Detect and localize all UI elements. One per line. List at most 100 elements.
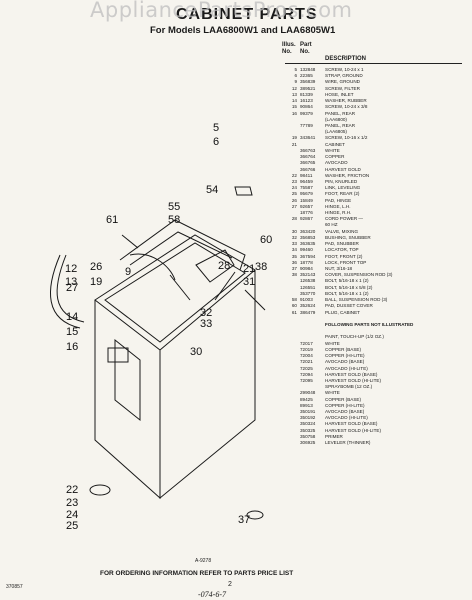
power-cord <box>129 253 176 281</box>
part-no: 91003 <box>300 297 313 303</box>
hinge-part <box>195 249 235 283</box>
part-description: PLUG, CABINET <box>325 309 360 315</box>
illus-no: 14 <box>291 98 297 104</box>
part-description: COPPER (BASE) <box>325 396 361 402</box>
callout-number: 21 <box>243 263 255 275</box>
illus-no: 58 <box>291 297 297 303</box>
part-no: 90864 <box>300 104 313 110</box>
callout-number: 54 <box>206 184 218 196</box>
part-description: BALL, SUSPENSION ROD (3) <box>325 297 388 303</box>
callout-number: 14 <box>66 311 78 323</box>
part-no: 356839 <box>300 79 316 85</box>
part-no: 363635 <box>300 241 316 247</box>
illus-no: 24 <box>291 185 297 191</box>
cabinet-drawing <box>50 186 266 520</box>
part-no: 306925 <box>300 440 316 446</box>
part-description: COVER, SUSPENSION ROD (3) <box>325 272 393 278</box>
part-description: CORD POWER — <box>325 216 364 222</box>
part-no: 352143 <box>300 272 316 278</box>
callout-number: 28 <box>218 260 230 272</box>
illus-no: 15 <box>291 104 297 110</box>
part-description: HINGE, R.H. <box>325 210 352 216</box>
part-no: 89913 <box>300 402 313 408</box>
part-description: PAD, SNUBBER <box>325 241 359 247</box>
suspension-rod-2 <box>214 271 236 301</box>
part-description: COPPER <box>325 154 345 160</box>
illus-no: 36 <box>291 259 297 265</box>
part-description: WASHER, FRICTION <box>325 172 370 178</box>
header-illus-no: Illus. No. <box>282 42 296 56</box>
part-no: 126551 <box>300 284 316 290</box>
part-no: 356853 <box>300 234 316 240</box>
callout-number: 32 <box>200 307 212 319</box>
illus-no: 33 <box>291 241 297 247</box>
inlet-hose-2 <box>56 254 85 323</box>
part-no: 72004 <box>300 353 313 359</box>
cover-rod <box>244 289 266 311</box>
part-no: 90984 <box>300 266 313 271</box>
part-no: 18778 <box>300 259 313 265</box>
part-no: 16123 <box>300 98 313 104</box>
inlet-hose <box>50 254 81 329</box>
part-no: 389521 <box>300 85 316 91</box>
part-description: BOLT, 5/16-18 x 5/8 (2) <box>325 284 373 290</box>
part-no: 75587 <box>300 185 313 191</box>
illus-no: 9 <box>294 79 297 85</box>
part-no: 22365 <box>300 73 313 79</box>
part-description: WASHER, RUBBER <box>325 98 367 104</box>
part-no: 366765 <box>300 160 316 166</box>
illus-no: 21 <box>291 141 297 147</box>
callout-number: 30 <box>190 346 202 358</box>
part-description: LOCATOR, TOP <box>325 247 359 253</box>
part-no: 72021 <box>300 359 313 365</box>
callout-number: 25 <box>66 520 78 532</box>
drawing-code: A-9278 <box>195 558 212 564</box>
ground-strap <box>234 186 253 196</box>
callout-number: 27 <box>66 282 78 294</box>
part-no: 132848 <box>300 67 316 72</box>
top-frame <box>119 219 246 271</box>
illus-no: 35 <box>291 253 297 259</box>
part-description: SCREW, 10-24 x 1 <box>325 67 364 72</box>
part-description: PAINT, TOUCH-UP (1/2 OZ.) <box>325 334 384 340</box>
part-description: LEVELER (THINNER) <box>325 440 371 446</box>
illus-no: 38 <box>291 272 297 278</box>
part-description: FOOT, FRONT (2) <box>325 253 363 259</box>
part-no: 350192 <box>300 415 316 421</box>
callout-number: 9 <box>125 266 131 278</box>
callout-number: 13 <box>65 276 77 288</box>
callout-number: 33 <box>200 318 212 330</box>
part-no: 98411 <box>300 172 313 178</box>
illus-no: 13 <box>291 91 297 97</box>
illus-no: 26 <box>291 197 297 203</box>
handwritten-note: -074-6-7 <box>198 590 226 599</box>
part-description: AVOCADO (BASE) <box>325 359 365 365</box>
illus-no: 34 <box>291 247 297 253</box>
part-no: 77789 <box>300 122 313 128</box>
callout-number: 58 <box>168 214 180 226</box>
part-description: SPRAYBOMB (12 OZ.) <box>325 384 373 390</box>
